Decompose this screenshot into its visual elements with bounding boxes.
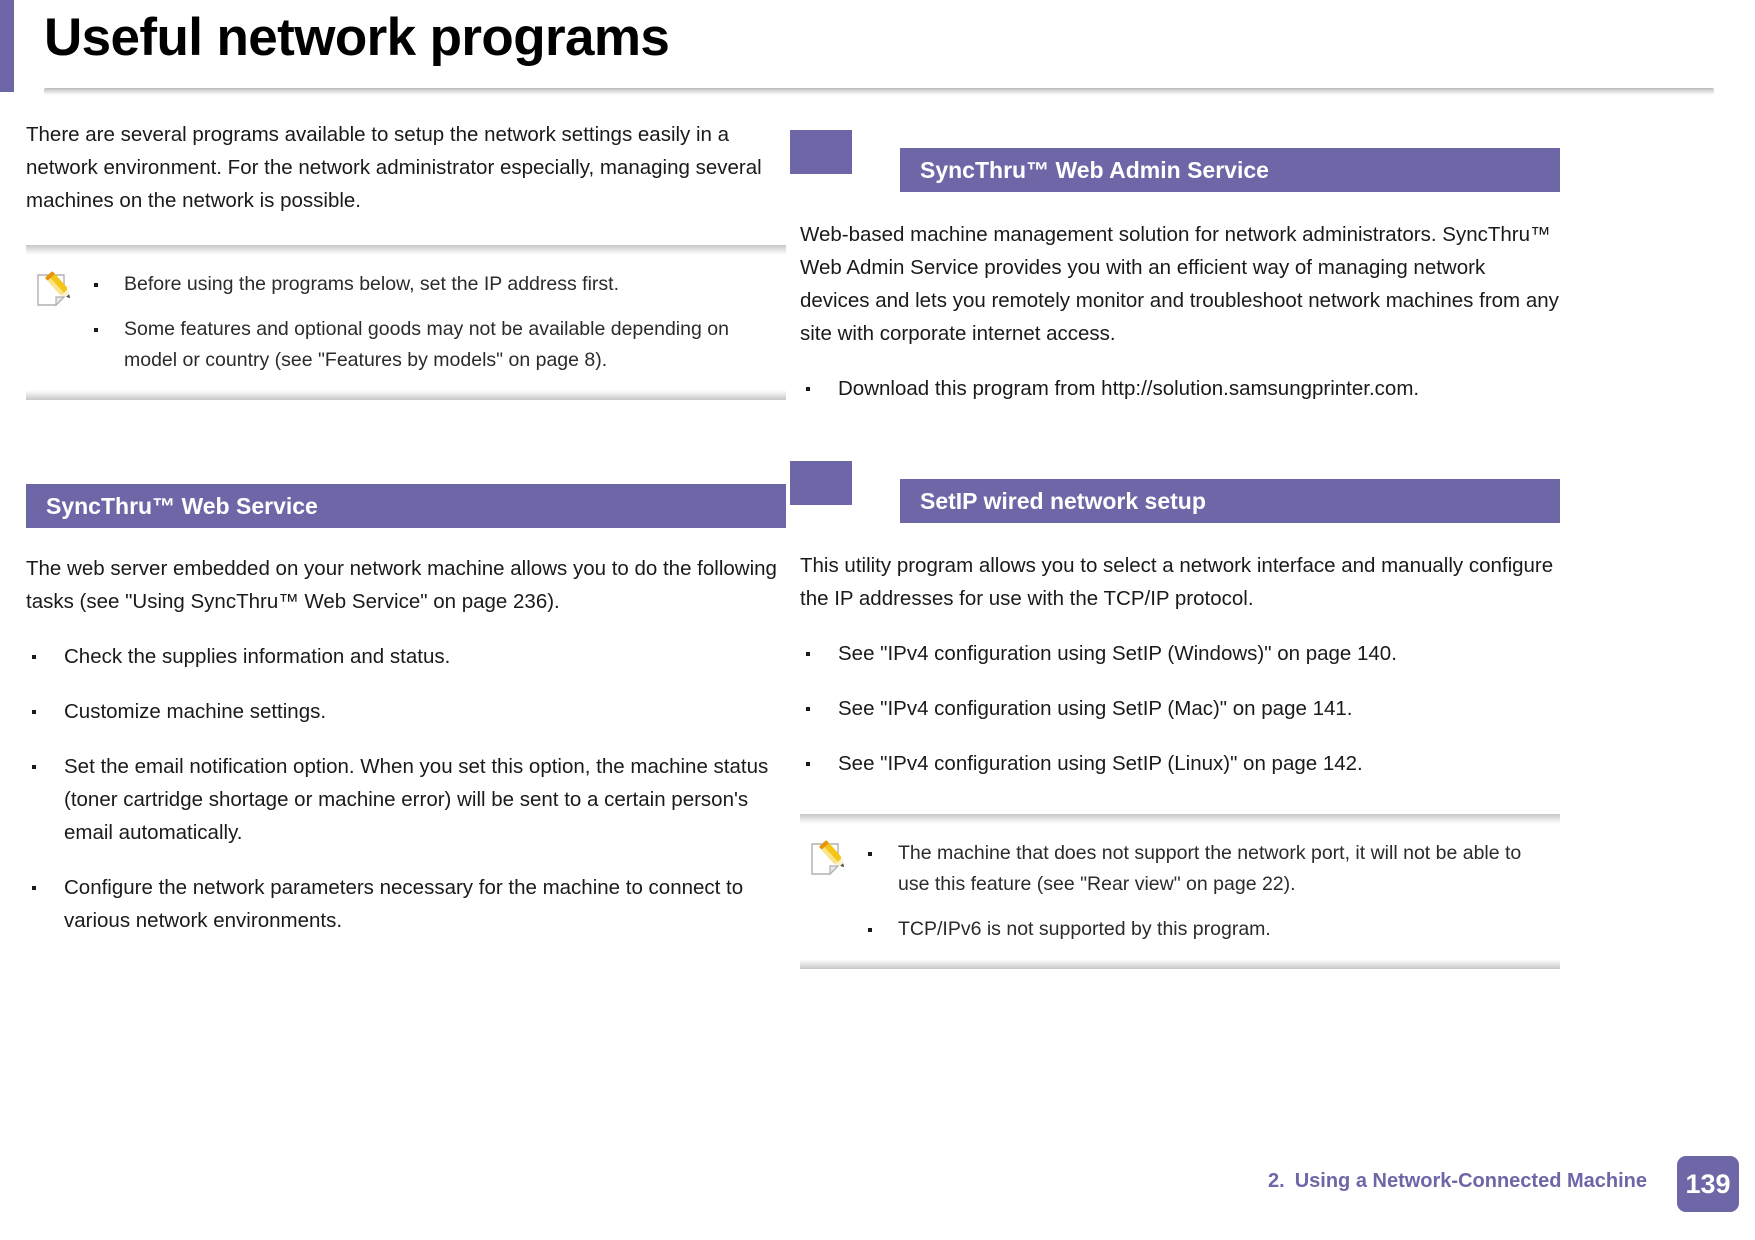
section-header-band — [26, 484, 786, 528]
title-divider-rule — [44, 88, 1714, 95]
section-header-syncthru-web-service: SyncThru™ Web Service — [26, 484, 786, 528]
section-header-syncthru-web-admin-service: SyncThru™ Web Admin Service — [790, 130, 1560, 192]
section-header-label: SetIP wired network setup — [920, 488, 1206, 514]
setip-paragraph: This utility program allows you to selec… — [800, 554, 1554, 610]
list-item: The machine that does not support the ne… — [862, 838, 1554, 900]
syncthru-web-service-paragraph: The web server embedded on your network … — [26, 557, 777, 613]
note-bottom-edge — [800, 959, 1560, 969]
list-item: Configure the network parameters necessa… — [26, 871, 786, 937]
footer-chapter: 2. Using a Network-Connected Machine — [1268, 1170, 1647, 1193]
list-item: Set the email notification option. When … — [26, 750, 786, 849]
intro-paragraph: There are several programs available to … — [26, 123, 762, 212]
syncthru-web-admin-bullet-list: Download this program from http://soluti… — [800, 372, 1560, 405]
section-header-label: SyncThru™ Web Service — [46, 493, 318, 519]
section-header-setip-wired-network-setup: SetIP wired network setup — [790, 461, 1560, 523]
section-header-tab-marker — [790, 461, 852, 505]
section-header-label: SyncThru™ Web Admin Service — [920, 157, 1269, 183]
page-number-badge: 139 — [1677, 1156, 1739, 1212]
list-item: Download this program from http://soluti… — [800, 372, 1560, 405]
page-header: Useful network programs — [0, 0, 1755, 98]
note-bullet-list: Before using the programs below, set the… — [88, 269, 780, 376]
note-top-edge — [26, 245, 786, 255]
page-title: Useful network programs — [44, 8, 670, 67]
note-bottom-edge — [26, 390, 786, 400]
right-column: SyncThru™ Web Admin Service Web-based ma… — [790, 118, 1560, 969]
note-pencil-icon — [808, 836, 848, 880]
note-bullet-list: The machine that does not support the ne… — [862, 838, 1554, 945]
note-pencil-icon — [34, 267, 74, 311]
title-accent-bar — [0, 0, 14, 92]
list-item: TCP/IPv6 is not supported by this progra… — [862, 914, 1554, 945]
list-item: Before using the programs below, set the… — [88, 269, 780, 300]
note-box-ip-address: Before using the programs below, set the… — [26, 245, 786, 400]
list-item: See "IPv4 configuration using SetIP (Lin… — [800, 747, 1560, 780]
footer-chapter-number: 2. — [1268, 1170, 1285, 1192]
list-item: Some features and optional goods may not… — [88, 314, 780, 376]
list-item: Customize machine settings. — [26, 695, 786, 728]
note-box-setip: The machine that does not support the ne… — [800, 814, 1560, 969]
note-top-edge — [800, 814, 1560, 824]
section-header-band — [900, 479, 1560, 523]
section-header-tab-marker — [790, 130, 852, 174]
left-column: There are several programs available to … — [26, 118, 786, 959]
list-item: See "IPv4 configuration using SetIP (Mac… — [800, 692, 1560, 725]
syncthru-web-admin-paragraph: Web-based machine management solution fo… — [800, 223, 1559, 345]
list-item: Check the supplies information and statu… — [26, 640, 786, 673]
setip-bullet-list: See "IPv4 configuration using SetIP (Win… — [800, 637, 1560, 780]
list-item: See "IPv4 configuration using SetIP (Win… — [800, 637, 1560, 670]
syncthru-web-service-bullet-list: Check the supplies information and statu… — [26, 640, 786, 937]
footer-chapter-title: Using a Network-Connected Machine — [1294, 1170, 1647, 1192]
page-footer: 2. Using a Network-Connected Machine 139 — [0, 1156, 1755, 1212]
section-header-band — [900, 148, 1560, 192]
